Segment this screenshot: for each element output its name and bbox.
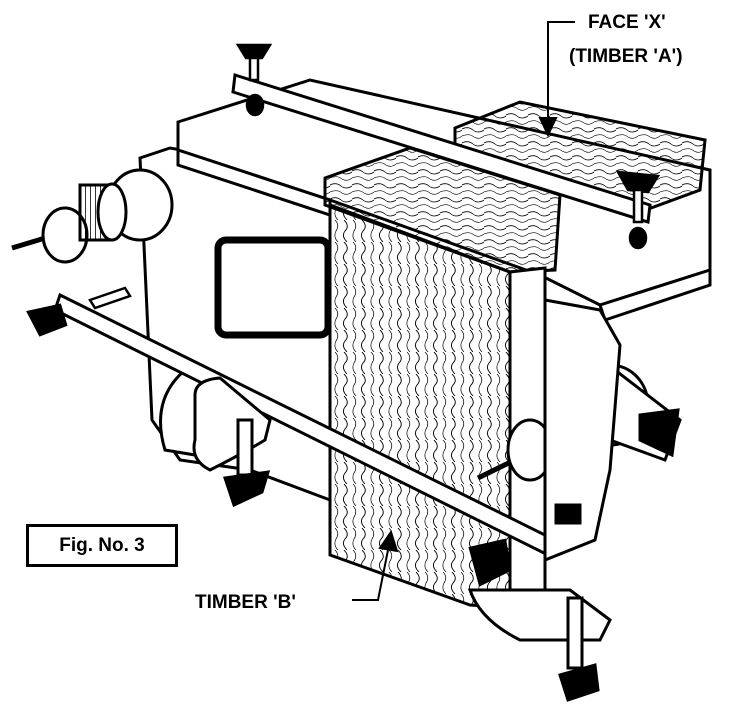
label-timber-b: TIMBER 'B'	[195, 592, 296, 613]
top-clamp-bar	[231, 73, 652, 224]
side-bracket-right	[543, 298, 622, 563]
fine-adjuster-left	[11, 168, 174, 264]
knob-top-right	[615, 170, 661, 250]
bench-clamp-left	[192, 376, 272, 508]
figure-caption: Fig. No. 3	[26, 524, 178, 567]
figure-caption-text: Fig. No. 3	[59, 534, 145, 556]
label-face-x: FACE 'X'	[588, 12, 666, 33]
leader-lines	[352, 21, 575, 601]
bench-clamp-right	[467, 588, 612, 702]
label-timber-a: (TIMBER 'A')	[569, 46, 683, 67]
knob-left	[26, 286, 132, 337]
knob-front-right	[468, 538, 512, 587]
knob-top-left	[235, 43, 273, 117]
